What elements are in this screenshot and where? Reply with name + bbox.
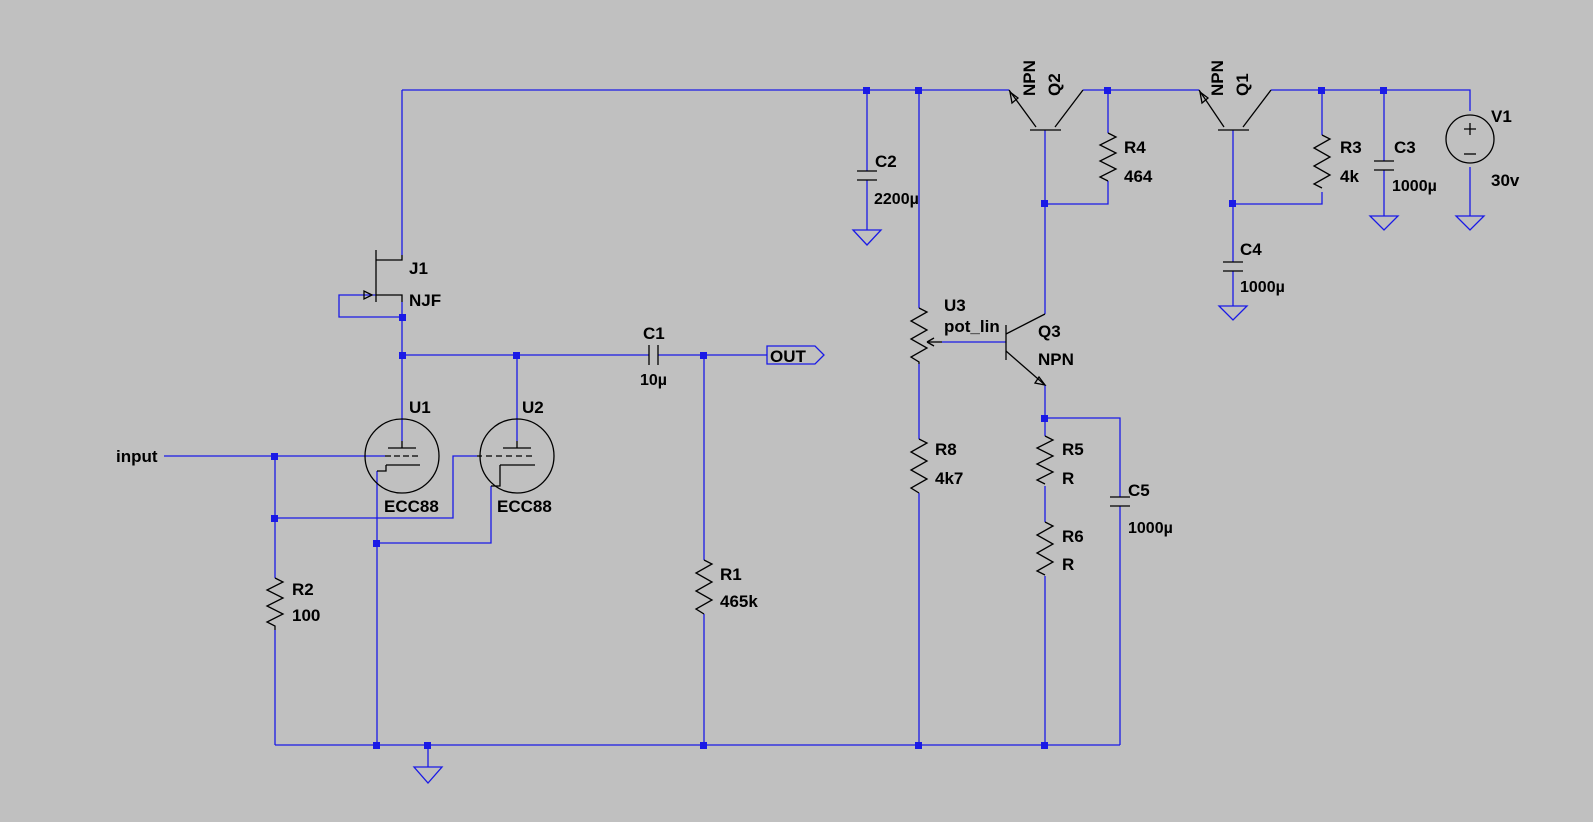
r8-value: 4k7	[935, 469, 963, 488]
c1-name: C1	[643, 324, 665, 343]
q3-transistor-symbol[interactable]	[1005, 313, 1047, 386]
c2-capacitor-symbol[interactable]	[857, 170, 877, 181]
r2-name: R2	[292, 580, 314, 599]
q2-transistor-symbol[interactable]	[1008, 89, 1084, 131]
c2-value: 2200µ	[874, 191, 919, 208]
r5-name: R5	[1062, 440, 1084, 459]
r3-value: 4k	[1340, 167, 1359, 186]
u1-triode-symbol[interactable]	[364, 418, 440, 494]
q2-value: NPN	[1020, 60, 1039, 96]
labels: input OUT J1 NJF C1 10µ U1 ECC88 U2 ECC8…	[116, 60, 1520, 625]
q2-name: Q2	[1045, 73, 1064, 96]
u3-name: U3	[944, 296, 966, 315]
ground-main-icon	[412, 766, 444, 784]
out-net-label: OUT	[770, 347, 807, 366]
r6-resistor-symbol[interactable]	[1035, 521, 1055, 576]
q1-value: NPN	[1208, 60, 1227, 96]
r1-value: 465k	[720, 592, 758, 611]
c5-name: C5	[1128, 481, 1150, 500]
r1-name: R1	[720, 565, 742, 584]
u1-name: U1	[409, 398, 431, 417]
r6-name: R6	[1062, 527, 1084, 546]
v1-value: 30v	[1491, 171, 1520, 190]
r2-resistor-symbol[interactable]	[265, 577, 285, 630]
r8-name: R8	[935, 440, 957, 459]
c3-capacitor-symbol[interactable]	[1374, 160, 1394, 171]
j1-jfet-symbol[interactable]	[363, 250, 403, 302]
ground-symbols	[412, 215, 1486, 784]
u1-value: ECC88	[384, 497, 439, 516]
c5-value: 1000µ	[1128, 520, 1173, 537]
r6-value: R	[1062, 555, 1074, 574]
r3-name: R3	[1340, 138, 1362, 157]
u2-name: U2	[522, 398, 544, 417]
r4-resistor-symbol[interactable]	[1098, 132, 1118, 182]
u2-value: ECC88	[497, 497, 552, 516]
u3-value: pot_lin	[944, 317, 1000, 336]
u2-triode-symbol[interactable]	[477, 418, 555, 494]
r3-resistor-symbol[interactable]	[1312, 134, 1332, 189]
r4-value: 464	[1124, 167, 1153, 186]
ground-c2-icon	[851, 229, 883, 246]
out-net-flag[interactable]	[766, 345, 825, 365]
q1-transistor-symbol[interactable]	[1198, 89, 1272, 131]
r2-value: 100	[292, 606, 320, 625]
c1-capacitor-symbol[interactable]	[648, 345, 659, 365]
c3-value: 1000µ	[1392, 178, 1437, 195]
j1-name: J1	[409, 259, 428, 278]
v1-name: V1	[1491, 107, 1512, 126]
q3-value: NPN	[1038, 350, 1074, 369]
c1-value: 10µ	[640, 372, 667, 389]
u3-potentiometer-symbol[interactable]	[909, 307, 942, 364]
c2-name: C2	[875, 152, 897, 171]
wires	[164, 89, 1471, 767]
c3-name: C3	[1394, 138, 1416, 157]
v1-voltage-source-symbol[interactable]	[1445, 114, 1495, 164]
r4-name: R4	[1124, 138, 1146, 157]
ground-c4-icon	[1217, 305, 1249, 321]
r5-value: R	[1062, 469, 1074, 488]
c4-capacitor-symbol[interactable]	[1223, 261, 1243, 272]
r1-resistor-symbol[interactable]	[694, 559, 714, 615]
q1-name: Q1	[1233, 73, 1252, 96]
junctions	[271, 87, 1387, 749]
ground-v1-icon	[1454, 215, 1486, 231]
j1-value: NJF	[409, 291, 441, 310]
c5-capacitor-symbol[interactable]	[1110, 496, 1130, 507]
r8-resistor-symbol[interactable]	[909, 438, 929, 494]
c4-name: C4	[1240, 240, 1262, 259]
q3-name: Q3	[1038, 322, 1061, 341]
ground-c3-icon	[1368, 215, 1400, 231]
input-net-label: input	[116, 447, 158, 466]
c4-value: 1000µ	[1240, 279, 1285, 296]
r5-resistor-symbol[interactable]	[1035, 435, 1055, 485]
